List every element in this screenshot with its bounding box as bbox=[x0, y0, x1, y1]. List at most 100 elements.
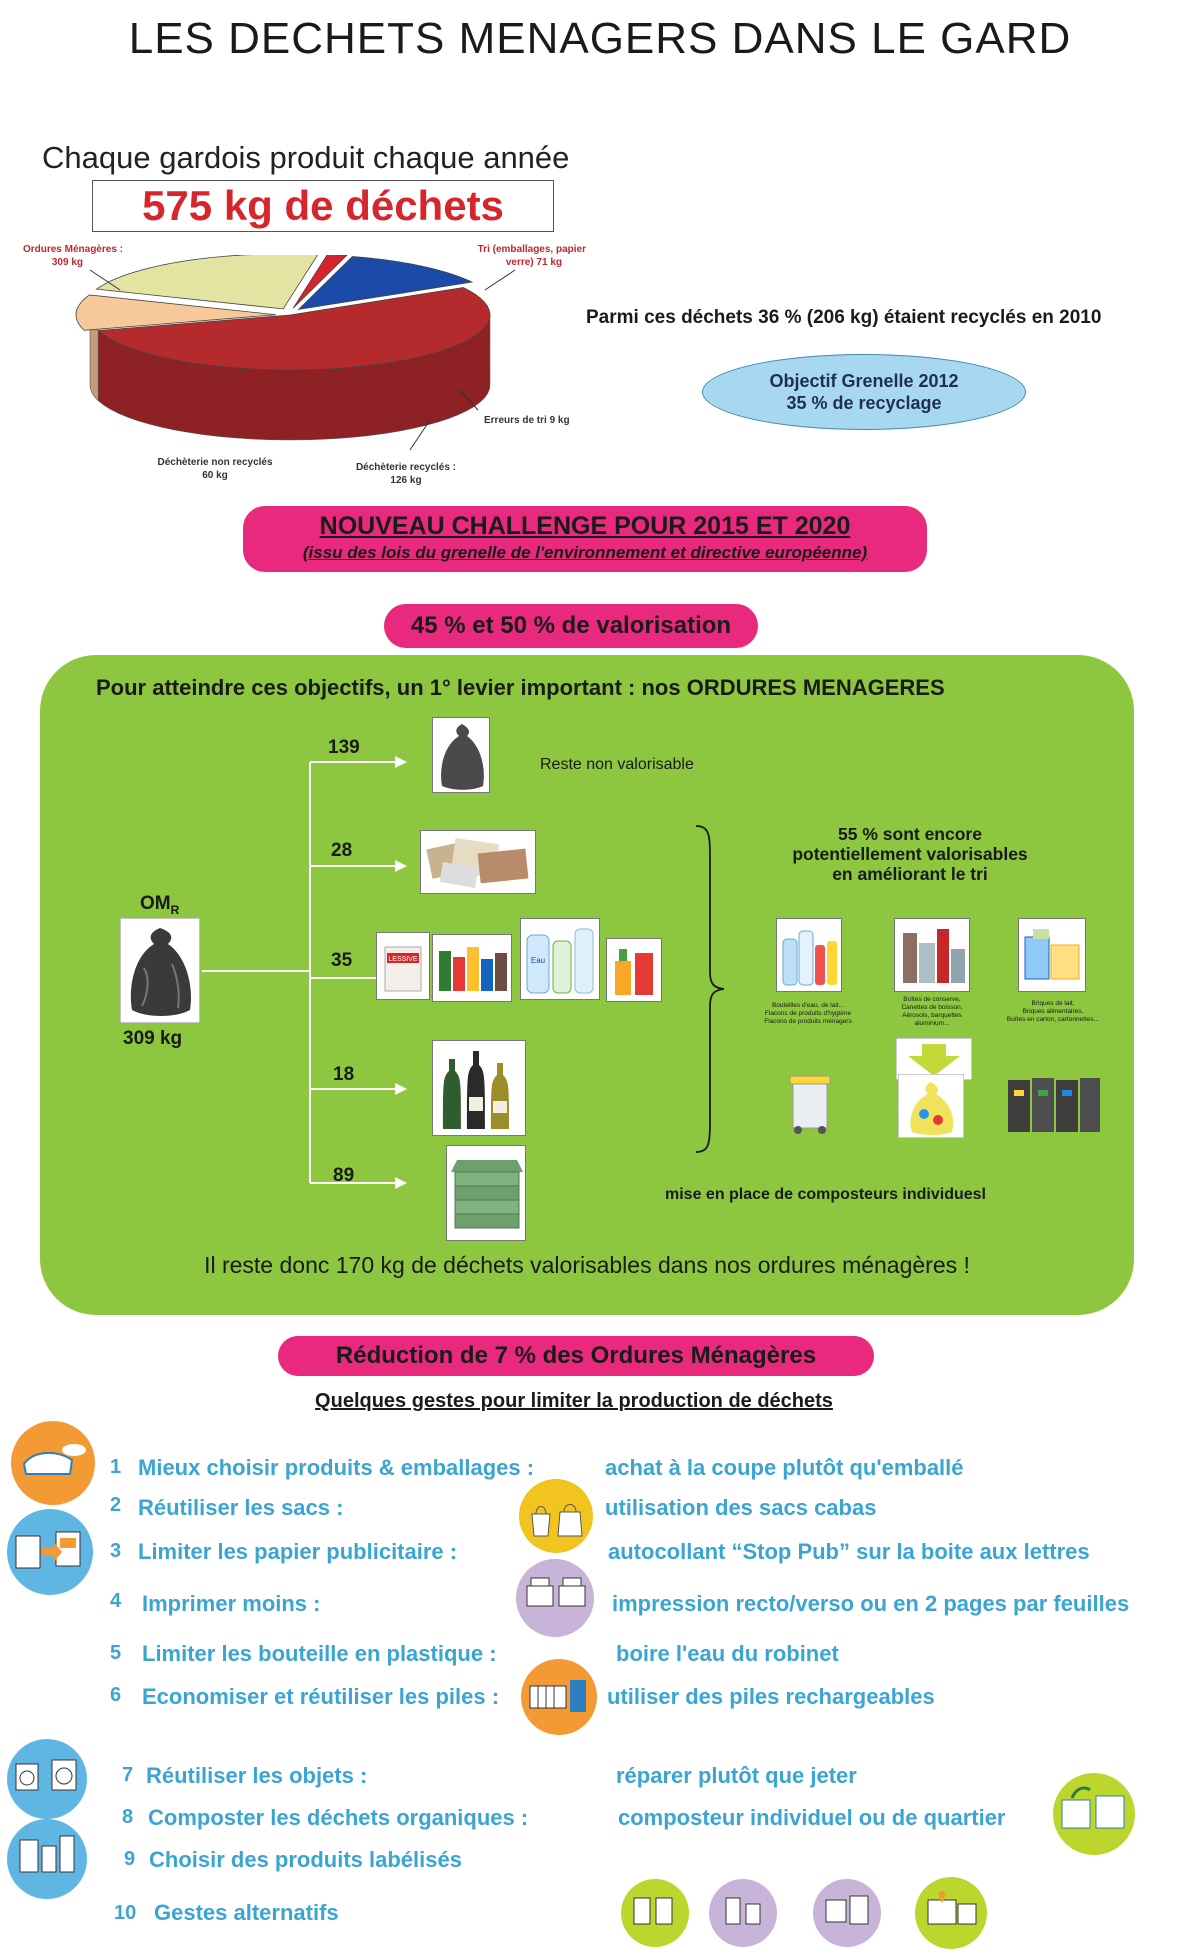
pie-label-dech-non-value: 60 kg bbox=[202, 470, 228, 481]
omr-panel-heading: Pour atteindre ces objectifs, un 1° levi… bbox=[96, 675, 945, 700]
challenge-subtitle: (issu des lois du grenelle de l'environn… bbox=[302, 543, 868, 562]
geste-4-action: impression recto/verso ou en 2 pages par… bbox=[612, 1591, 1130, 1616]
new-challenge-banner: NOUVEAU CHALLENGE POUR 2015 ET 2020 (iss… bbox=[243, 506, 927, 572]
cat1-line2: Flacons de produits d'hygiène bbox=[764, 1010, 852, 1017]
cat3-line2: Briques alimentaires, bbox=[1022, 1008, 1084, 1015]
pie-leader-lines bbox=[89, 269, 516, 451]
pie-slice-0 bbox=[97, 287, 491, 371]
geste-8-number: 8 bbox=[122, 1806, 134, 1828]
alternative-gesture-icon-3 bbox=[813, 1879, 881, 1947]
ecolabel-products-icon bbox=[7, 1819, 87, 1899]
pie-label-dech-rec-name: Déchèterie recyclés : bbox=[355, 462, 457, 473]
geste-10-number: 10 bbox=[114, 1902, 137, 1924]
compost-bin-icon bbox=[1053, 1773, 1135, 1855]
omr-weight: 309 kg bbox=[123, 1028, 183, 1049]
cat1-line1: Bouteilles d'eau, de lait... bbox=[771, 1002, 845, 1009]
pie-label-dech-rec-value: 126 kg bbox=[390, 475, 422, 486]
repair-appliance-icon bbox=[7, 1739, 87, 1819]
geste-9-label: Choisir des produits labélisés bbox=[149, 1847, 462, 1872]
packaging-photo-3: Eau bbox=[520, 918, 600, 1000]
geste-9-number: 9 bbox=[124, 1848, 136, 1870]
recycled-2010-text: Parmi ces déchets 36 % (206 kg) étaient … bbox=[586, 307, 1102, 328]
geste-4-label: Imprimer moins : bbox=[142, 1591, 321, 1616]
pie-label-tri-value: verre) 71 kg bbox=[505, 257, 562, 268]
metal-cans-photo bbox=[894, 918, 970, 992]
cat3-line1: Briques de lait, bbox=[1031, 1000, 1075, 1007]
total-waste-box: 575 kg de déchets bbox=[92, 180, 554, 232]
cat3-line3: Boîtes en carton, cartonnettes... bbox=[1006, 1016, 1100, 1023]
reduction-pill: Réduction de 7 % des Ordures Ménagères bbox=[278, 1336, 874, 1376]
potential-line1: 55 % sont encore bbox=[838, 824, 982, 844]
eau-label: Eau bbox=[531, 956, 545, 965]
waste-pie-chart bbox=[75, 255, 491, 441]
geste-1-number: 1 bbox=[110, 1456, 122, 1478]
yellow-bin-icon bbox=[789, 1075, 831, 1134]
branch-value-18: 18 bbox=[333, 1064, 355, 1085]
geste-6-action: utiliser des piles rechargeables bbox=[607, 1684, 935, 1709]
geste-1-label: Mieux choisir produits & emballages : bbox=[138, 1455, 535, 1480]
remaining-valorisable-text: Il reste donc 170 kg de déchets valorisa… bbox=[204, 1252, 970, 1278]
pie-label-decheterie-recycles: Déchèterie recyclés : 126 kg bbox=[346, 461, 466, 487]
geste-4-number: 4 bbox=[110, 1590, 122, 1612]
geste-5-number: 5 bbox=[110, 1642, 122, 1664]
geste-2-action: utilisation des sacs cabas bbox=[605, 1495, 877, 1520]
cat1-line3: Flacons de produits ménagers bbox=[764, 1018, 852, 1025]
geste-7-action: réparer plutôt que jeter bbox=[616, 1763, 857, 1788]
pie-label-erreurs: Erreurs de tri 9 kg bbox=[484, 415, 570, 426]
valorisation-pill: 45 % et 50 % de valorisation bbox=[384, 604, 758, 648]
sorting-bins-icon bbox=[1008, 1078, 1100, 1132]
omr-label-sub: R bbox=[170, 902, 180, 917]
plastic-bottles-photo bbox=[776, 918, 842, 992]
potential-line3: en améliorant le tri bbox=[832, 864, 988, 884]
geste-1-action: achat à la coupe plutôt qu'emballé bbox=[605, 1455, 964, 1480]
grenelle-objective-badge: Objectif Grenelle 2012 35 % de recyclage bbox=[702, 354, 1026, 430]
papers-photo bbox=[420, 830, 536, 894]
alternative-gesture-icon-1 bbox=[621, 1879, 689, 1947]
packaging-photo-2 bbox=[432, 934, 512, 1002]
subtitle: Chaque gardois produit chaque année bbox=[42, 140, 570, 175]
gift-wrap-icon bbox=[915, 1877, 987, 1949]
pie-slice-3 bbox=[292, 255, 348, 309]
carton-category-caption: Briques de lait, Briques alimentaires, B… bbox=[988, 1000, 1118, 1024]
geste-3-action: autocollant “Stop Pub” sur la boite aux … bbox=[608, 1539, 1090, 1564]
bulk-food-icon bbox=[11, 1421, 95, 1505]
cartons-photo bbox=[1018, 918, 1086, 992]
printer-icon bbox=[516, 1559, 594, 1637]
stop-pub-icon bbox=[7, 1509, 93, 1595]
cabas-bag-icon bbox=[519, 1479, 593, 1553]
geste-7-number: 7 bbox=[122, 1764, 134, 1786]
branch-value-28: 28 bbox=[331, 840, 353, 861]
cat2-line1: Boîtes de conserve, bbox=[903, 996, 961, 1003]
pie-label-om-name: Ordures Ménagères : bbox=[22, 244, 123, 255]
cat2-line4: aluminium... bbox=[914, 1020, 950, 1027]
pie-slice-2 bbox=[95, 255, 319, 310]
omr-label: OMR bbox=[140, 893, 179, 917]
glass-bottles-photo bbox=[432, 1040, 526, 1136]
gestes-title: Quelques gestes pour limiter la producti… bbox=[315, 1390, 833, 1412]
branch-value-35: 35 bbox=[331, 950, 353, 971]
cat2-line3: Aérosols, barquettes bbox=[902, 1012, 962, 1019]
yellow-bag-icon bbox=[898, 1074, 964, 1138]
reste-non-valorisable: Reste non valorisable bbox=[540, 756, 694, 773]
page-title: LES DECHETS MENAGERS DANS LE GARD bbox=[128, 14, 1072, 63]
pie-slice-4 bbox=[297, 256, 474, 311]
grenelle-line1: Objectif Grenelle 2012 bbox=[769, 371, 959, 391]
pie-label-om-value: 309 kg bbox=[51, 257, 83, 268]
geste-3-label: Limiter les papier publicitaire : bbox=[138, 1539, 458, 1564]
geste-8-action: composteur individuel ou de quartier bbox=[618, 1805, 1006, 1830]
geste-8-label: Composter les déchets organiques : bbox=[148, 1805, 529, 1830]
packaging-photo-1: LESSIVE bbox=[376, 932, 430, 1000]
geste-7-label: Réutiliser les objets : bbox=[146, 1763, 368, 1788]
pie-slice-1 bbox=[75, 294, 277, 331]
geste-2-label: Réutiliser les sacs : bbox=[138, 1495, 344, 1520]
composter-photo bbox=[446, 1145, 526, 1241]
alternative-gesture-icon-2 bbox=[709, 1879, 777, 1947]
composteur-text: mise en place de composteurs individuesl bbox=[665, 1186, 986, 1203]
omr-bag-icon bbox=[120, 918, 200, 1023]
geste-5-action: boire l'eau du robinet bbox=[616, 1641, 839, 1666]
geste-5-label: Limiter les bouteille en plastique : bbox=[142, 1641, 497, 1666]
residual-bag-icon bbox=[432, 717, 490, 793]
packaging-photo-4 bbox=[606, 938, 662, 1002]
omr-label-main: OM bbox=[140, 893, 171, 914]
pie-label-dech-non-name: Déchèterie non recyclés bbox=[157, 457, 273, 468]
